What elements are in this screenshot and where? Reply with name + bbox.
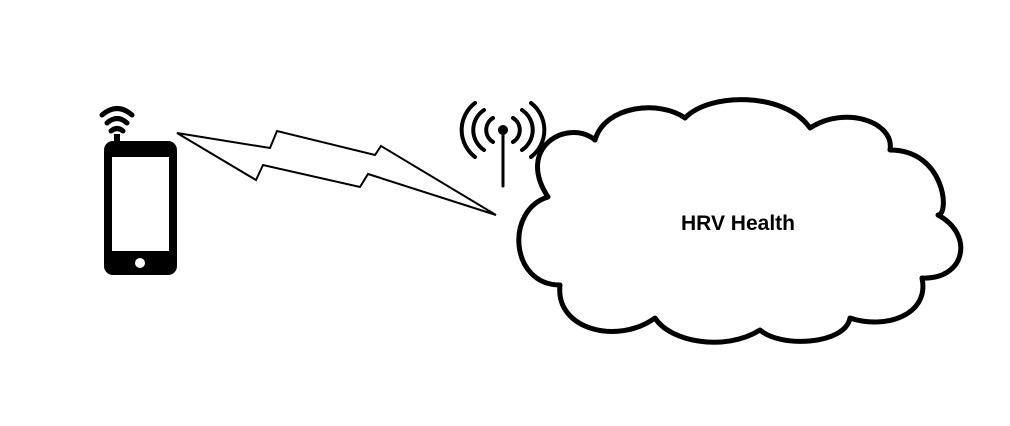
- radio-antenna-icon: [459, 101, 547, 188]
- wifi-signal-icon: [99, 106, 135, 144]
- lightning-bolt-icon: [176, 129, 497, 216]
- cloud-shape: [516, 97, 964, 345]
- smartphone-icon: [104, 141, 177, 275]
- cloud-label: HRV Health: [681, 212, 795, 235]
